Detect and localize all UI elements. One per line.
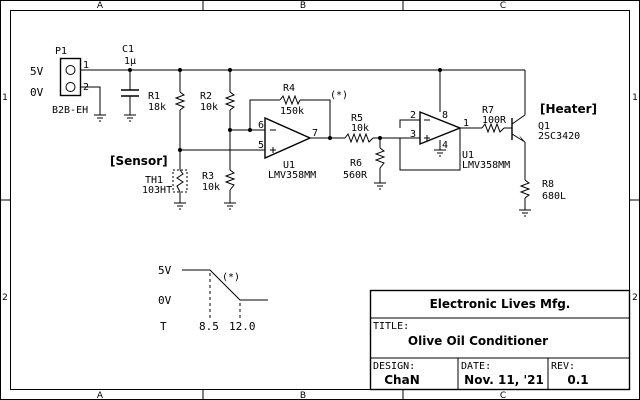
tb-designer: ChaN: [384, 373, 420, 387]
p1-net-5v: 5V: [30, 65, 44, 78]
r2-value: 10k: [200, 102, 218, 113]
u1b-pin2: 2: [410, 110, 416, 121]
th1-ref: TH1: [145, 175, 163, 186]
resistor-r7: [481, 122, 505, 134]
c1-value: 1μ: [124, 56, 136, 67]
zone-label-bottom-a: A: [97, 391, 104, 400]
opamp-u1b: [419, 110, 462, 146]
connector-p1: [59, 57, 90, 97]
u1b-pin3: 3: [410, 129, 416, 140]
resistor-r2: [224, 91, 236, 111]
zone-label-left-1: 1: [2, 93, 8, 103]
r1-value: 18k: [148, 102, 166, 113]
u1b-pin8: 8: [442, 110, 448, 121]
capacitor-c1: [121, 89, 139, 97]
ground-icon: [434, 149, 446, 157]
p1-pin1: 1: [83, 60, 89, 71]
zone-label-top-c: C: [500, 1, 506, 11]
graph-y-high: 5V: [158, 264, 172, 277]
u1a-pin6: 6: [258, 120, 264, 131]
r3-ref: R3: [202, 171, 214, 182]
ground-icon: [94, 114, 106, 122]
th1-label: [Sensor]: [110, 154, 168, 168]
wires: [90, 69, 526, 210]
zone-label-bottom-b: B: [300, 391, 306, 400]
ground-icon: [224, 202, 236, 210]
p1-net-0v: 0V: [30, 86, 44, 99]
r3-value: 10k: [202, 182, 220, 193]
resistor-r3: [224, 169, 236, 191]
graph-x1: 8.5: [199, 320, 219, 333]
r8-ref: R8: [542, 179, 554, 190]
r1-ref: R1: [148, 91, 160, 102]
tb-title-label: TITLE:: [373, 321, 409, 332]
r7-ref: R7: [482, 105, 494, 116]
zone-label-right-1: 1: [632, 93, 638, 103]
q1-ref: Q1: [538, 121, 550, 132]
u1b-pin4: 4: [442, 140, 448, 151]
tb-date: Nov. 11, '21: [464, 373, 544, 387]
zone-label-bottom-c: C: [500, 391, 506, 400]
u1b-pin1: 1: [463, 118, 469, 129]
tb-date-label: DATE:: [461, 361, 491, 372]
u1b-value: LMV358MM: [462, 160, 510, 171]
r4-value: 150k: [280, 106, 304, 117]
r6-value: 560R: [343, 170, 368, 181]
zone-label-left-2: 2: [2, 293, 8, 303]
r6-ref: R6: [350, 158, 362, 169]
p1-ref: P1: [55, 46, 67, 57]
u1b-ref: U1: [462, 150, 474, 161]
r7-value: 100R: [482, 115, 507, 126]
resistor-r8: [519, 179, 531, 199]
ground-icon: [374, 182, 386, 190]
ground-symbols: [94, 114, 531, 217]
u1a-value: LMV358MM: [268, 170, 316, 181]
zone-label-top-b: B: [300, 1, 306, 11]
tb-rev: 0.1: [567, 373, 588, 387]
c1-ref: C1: [122, 44, 134, 55]
opamp-u1a: [264, 116, 312, 160]
graph-y-low: 0V: [158, 294, 172, 307]
r5-ref: R5: [351, 113, 363, 124]
graph-note: (*): [222, 272, 240, 283]
transistor-q1: [511, 114, 526, 143]
r5-value: 10k: [351, 123, 369, 134]
graph-x2: 12.0: [229, 320, 256, 333]
p1-part: B2B-EH: [52, 105, 88, 116]
u1a-ref: U1: [283, 160, 295, 171]
q1-value: 2SC3420: [538, 131, 580, 142]
resistor-r5: [344, 132, 374, 144]
ground-icon: [519, 209, 531, 217]
r8-value: 680L: [542, 191, 566, 202]
resistor-r6: [374, 147, 386, 169]
graph-x-axis: T: [160, 320, 167, 333]
tb-rev-label: REV:: [551, 361, 575, 372]
r2-ref: R2: [200, 91, 212, 102]
q1-label: [Heater]: [540, 102, 597, 116]
transfer-graph: [182, 269, 268, 318]
ground-icon: [124, 114, 136, 122]
p1-pin2: 2: [83, 82, 89, 93]
r4-ref: R4: [283, 83, 295, 94]
ground-icon: [174, 202, 186, 210]
u1a-pin7: 7: [312, 128, 318, 139]
resistor-r4: [279, 94, 301, 106]
th1-value: 103HT: [142, 185, 172, 196]
resistor-r1: [174, 91, 186, 111]
thermistor-th1: [172, 169, 188, 193]
tb-company: Electronic Lives Mfg.: [430, 297, 571, 311]
u1a-pin5: 5: [258, 140, 264, 151]
zone-label-right-2: 2: [632, 293, 638, 303]
title-block: [369, 289, 631, 391]
zone-label-top-a: A: [97, 1, 104, 11]
tb-design-label: DESIGN:: [373, 361, 415, 372]
tb-title: Olive Oil Conditioner: [408, 334, 548, 348]
r4-note: (*): [330, 90, 348, 101]
junction-dots: [128, 68, 442, 152]
